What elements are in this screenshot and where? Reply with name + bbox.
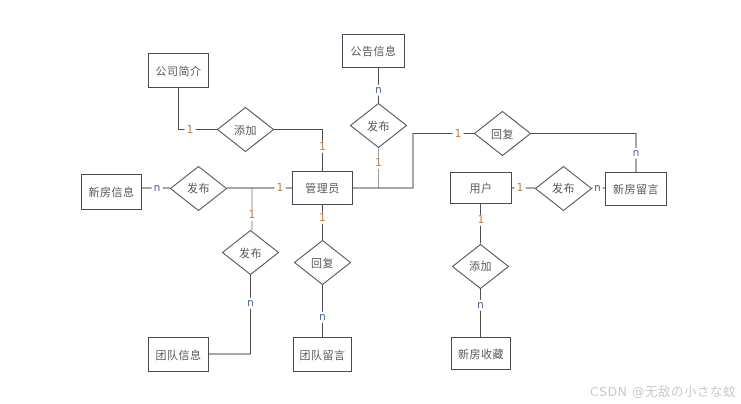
cardinality-label: n [317, 310, 328, 323]
relationship-publish-new-house-info: 发布 [169, 165, 228, 211]
relationship-label: 回复 [491, 127, 514, 141]
cardinality-label: 1 [475, 213, 487, 226]
diamond-shape [534, 165, 593, 211]
relationship-label: 发布 [552, 182, 575, 195]
relationship-reply-new-house-message: 回复 [473, 110, 532, 157]
csdn-watermark: CSDN @无敌の小さな蚊 [589, 384, 736, 399]
entity-new-house-favorite: 新房收藏 [451, 337, 511, 370]
diamond-shape [349, 102, 408, 149]
relationship-label: 发布 [239, 246, 262, 260]
connector-company-to-add [178, 88, 217, 130]
cardinality-label: n [592, 181, 603, 194]
cardinality-label: n [475, 298, 486, 311]
diamond-shape [221, 229, 280, 276]
cardinality-label: n [245, 296, 256, 309]
diamond-shape [216, 106, 275, 153]
cardinality-label: 1 [514, 181, 526, 194]
cardinality-label: 1 [452, 127, 464, 140]
relationship-reply-team-message: 回复 [293, 239, 352, 286]
entity-admin: 管理员 [292, 171, 353, 205]
entity-team-info: 团队信息 [148, 337, 209, 372]
entity-team-message: 团队留言 [293, 337, 352, 372]
diamond-shape [293, 239, 352, 286]
relationship-label: 发布 [367, 119, 390, 133]
relationship-publish-new-house-message: 发布 [534, 165, 593, 211]
connector-publish-to-teaminfo [209, 275, 251, 355]
cardinality-label: 1 [246, 208, 258, 221]
entity-user: 用户 [450, 172, 512, 204]
connector-admin-to-reply-right [353, 133, 474, 189]
entity-new-house-message: 新房留言 [605, 172, 667, 206]
relationship-add-company-profile: 添加 [216, 106, 275, 153]
relationship-add-new-house-favorite: 添加 [451, 243, 510, 289]
cardinality-label: 1 [317, 211, 328, 224]
cardinality-label: 1 [274, 181, 286, 194]
relationship-label: 发布 [187, 182, 210, 195]
entity-company-profile: 公司简介 [148, 53, 209, 88]
relationship-label: 回复 [311, 256, 334, 270]
relationship-publish-team-info: 发布 [221, 229, 280, 276]
relationship-label: 添加 [469, 260, 492, 273]
diamond-shape [451, 243, 510, 289]
connector-add-to-admin [274, 129, 323, 171]
relationship-label: 添加 [234, 123, 257, 137]
cardinality-label: n [151, 181, 163, 194]
cardinality-label: 1 [184, 123, 196, 136]
entity-new-house-info: 新房信息 [81, 174, 142, 210]
cardinality-label: 1 [317, 140, 328, 153]
diamond-shape [169, 165, 228, 211]
entity-announcement-info: 公告信息 [342, 34, 405, 68]
diamond-shape [473, 110, 532, 157]
connector-reply-to-newhouse-message [531, 133, 637, 172]
cardinality-label: n [630, 146, 642, 159]
cardinality-label: n [373, 83, 384, 96]
relationship-publish-announcement: 发布 [349, 102, 408, 149]
cardinality-label: 1 [373, 156, 384, 169]
